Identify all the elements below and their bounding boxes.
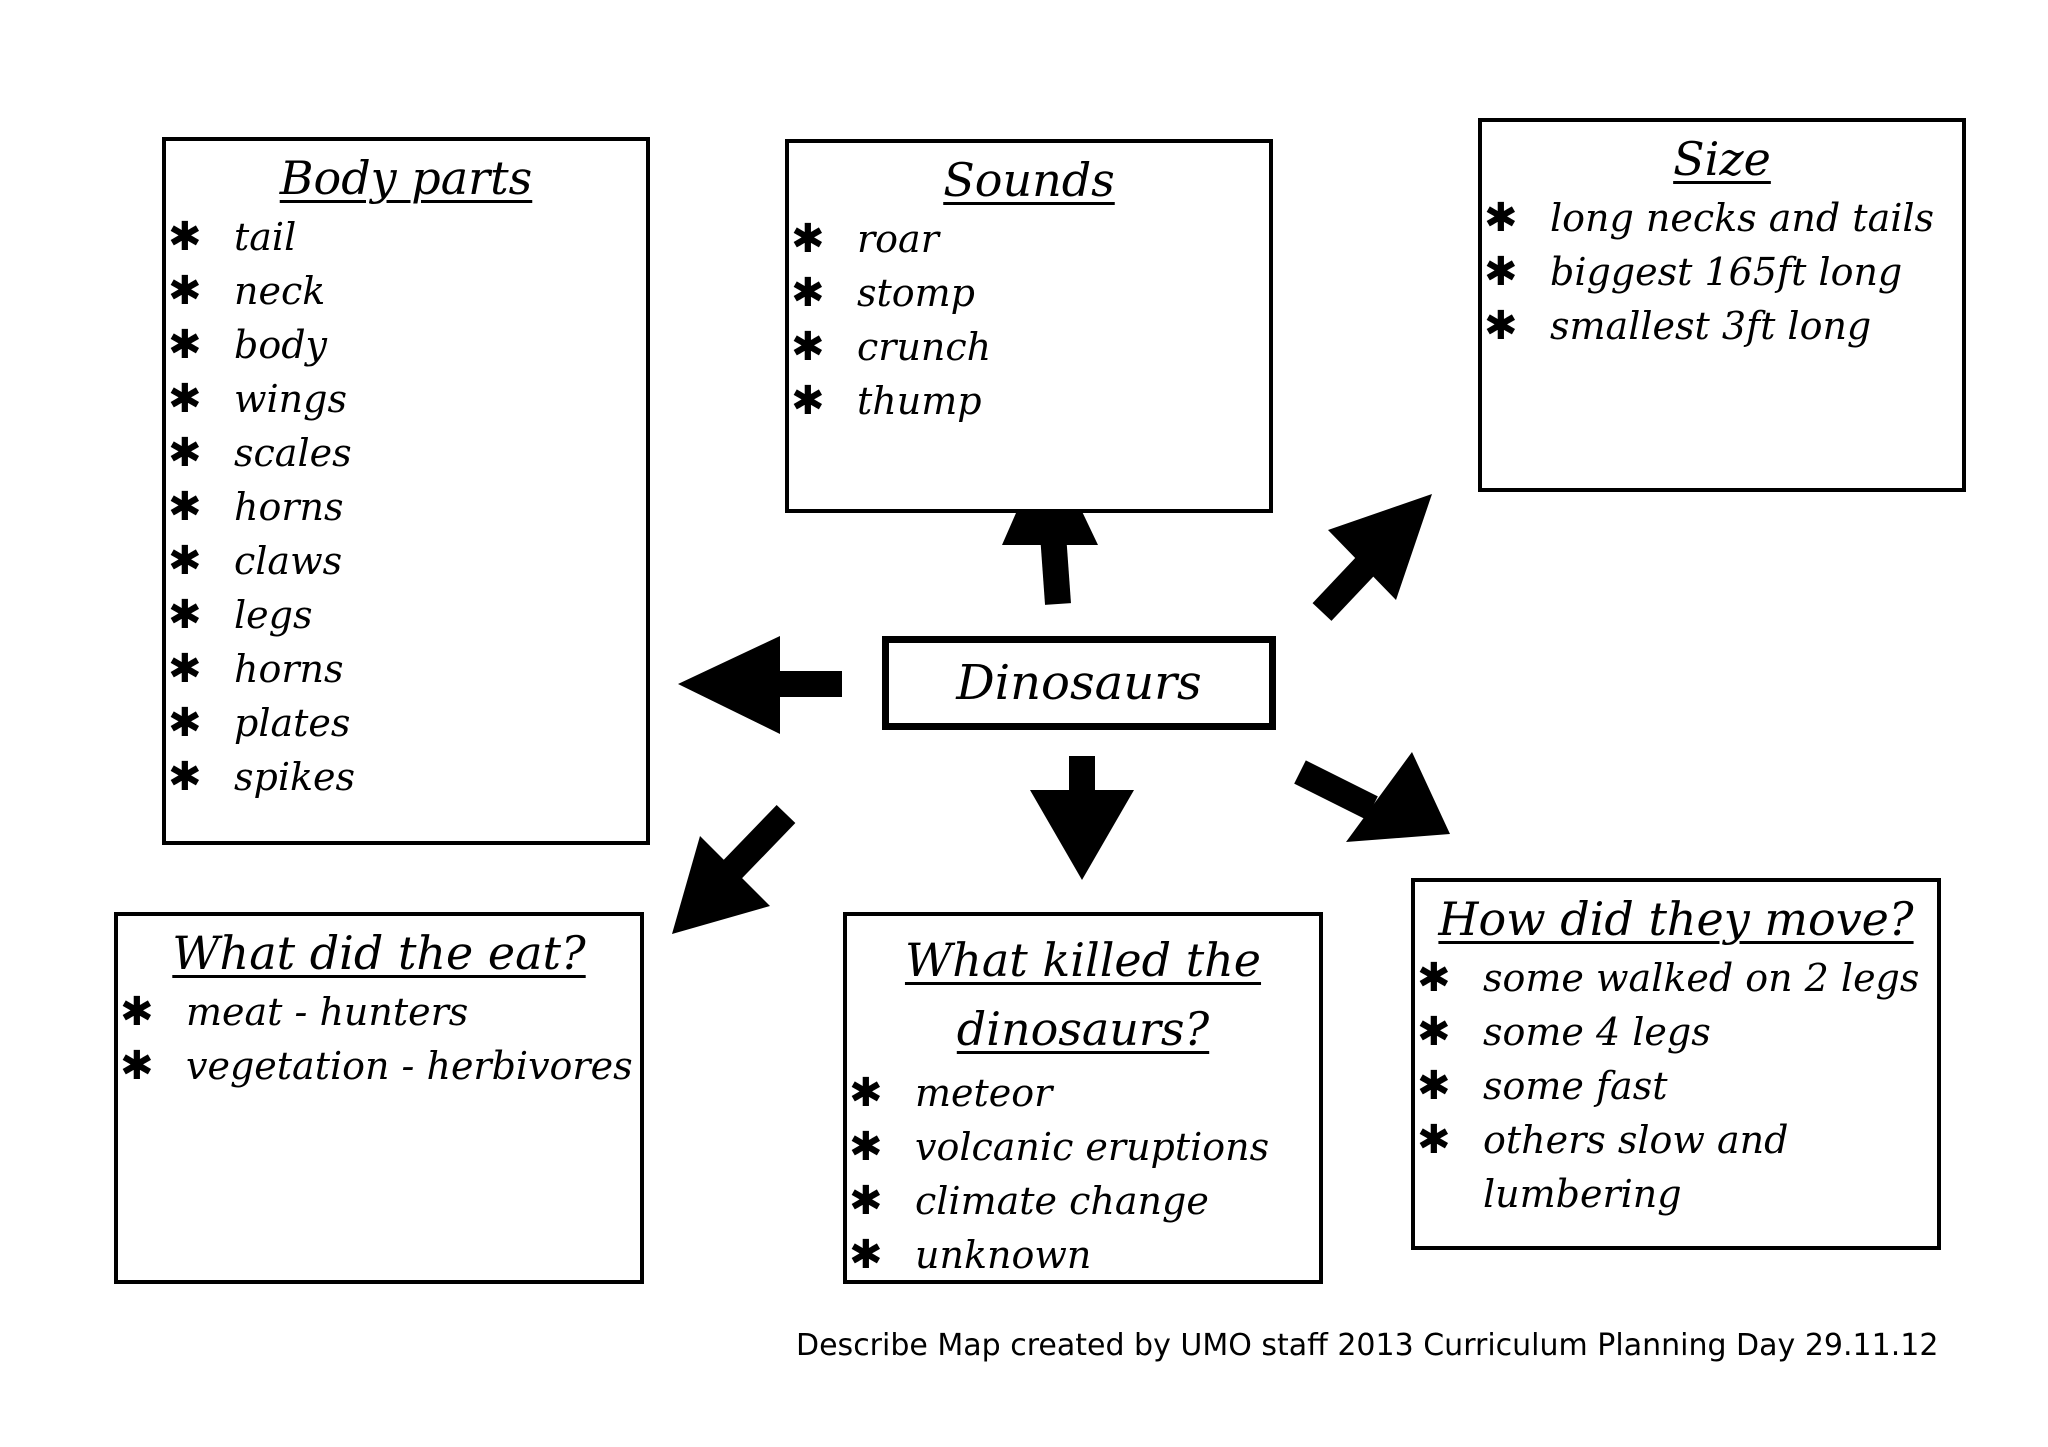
box-body-parts: Body parts ✱tail ✱neck ✱body ✱wings ✱sca…	[162, 137, 650, 845]
move-title: How did they move?	[1438, 892, 1914, 946]
killed-title: What killed the dinosaurs?	[904, 933, 1262, 1056]
list-item: ✱stomp	[789, 266, 1269, 320]
list-item: ✱others slow and lumbering	[1415, 1113, 1937, 1221]
asterisk-icon: ✱	[849, 1124, 883, 1170]
list-item: ✱tail	[166, 210, 646, 264]
asterisk-icon: ✱	[1417, 1117, 1451, 1164]
list-item: ✱unknown	[847, 1228, 1319, 1282]
asterisk-icon: ✱	[791, 378, 825, 425]
list-item: ✱vegetation - herbivores	[118, 1039, 640, 1093]
list-item: ✱meteor	[847, 1066, 1319, 1120]
list-item: ✱wings	[166, 372, 646, 426]
list-item: ✱meat - hunters	[118, 985, 640, 1039]
asterisk-icon: ✱	[168, 322, 202, 369]
list-item: ✱neck	[166, 264, 646, 318]
list-item: ✱plates	[166, 696, 646, 750]
list-item: ✱roar	[789, 212, 1269, 266]
list-item: ✱long necks and tails	[1482, 191, 1962, 245]
asterisk-icon: ✱	[120, 1043, 154, 1090]
box-what-killed-the-dinosaurs: What killed the dinosaurs? ✱meteor ✱volc…	[843, 912, 1323, 1284]
asterisk-icon: ✱	[168, 376, 202, 423]
asterisk-icon: ✱	[791, 324, 825, 371]
list-item: ✱smallest 3ft long	[1482, 299, 1962, 353]
asterisk-icon: ✱	[849, 1178, 883, 1224]
box-size: Size ✱long necks and tails ✱biggest 165f…	[1478, 118, 1966, 492]
asterisk-icon: ✱	[168, 214, 202, 261]
sounds-title: Sounds	[943, 153, 1115, 207]
asterisk-icon: ✱	[791, 270, 825, 317]
move-list: ✱some walked on 2 legs ✱some 4 legs ✱som…	[1415, 951, 1937, 1221]
list-item: ✱some fast	[1415, 1059, 1937, 1113]
size-title: Size	[1673, 132, 1771, 186]
list-item: ✱crunch	[789, 320, 1269, 374]
list-item: ✱spikes	[166, 750, 646, 804]
list-item: ✱thump	[789, 374, 1269, 428]
eat-title: What did the eat?	[172, 926, 586, 980]
list-item: ✱some walked on 2 legs	[1415, 951, 1937, 1005]
list-item: ✱biggest 165ft long	[1482, 245, 1962, 299]
asterisk-icon: ✱	[168, 592, 202, 639]
list-item: ✱horns	[166, 642, 646, 696]
asterisk-icon: ✱	[849, 1232, 883, 1278]
arrow-to-killed	[1030, 756, 1134, 880]
body-parts-list: ✱tail ✱neck ✱body ✱wings ✱scales ✱horns …	[166, 210, 646, 804]
asterisk-icon: ✱	[1417, 1009, 1451, 1056]
list-item: ✱legs	[166, 588, 646, 642]
asterisk-icon: ✱	[1484, 195, 1518, 242]
list-item: ✱climate change	[847, 1174, 1319, 1228]
center-label: Dinosaurs	[956, 655, 1202, 711]
arrow-to-body-parts	[678, 636, 842, 734]
box-how-did-they-move: How did they move? ✱some walked on 2 leg…	[1411, 878, 1941, 1250]
body-parts-title: Body parts	[279, 151, 533, 205]
asterisk-icon: ✱	[168, 430, 202, 477]
footer-credit: Describe Map created by UMO staff 2013 C…	[796, 1328, 1939, 1363]
asterisk-icon: ✱	[849, 1070, 883, 1116]
arrow-to-move	[1294, 752, 1450, 842]
arrow-to-eat	[672, 804, 796, 934]
asterisk-icon: ✱	[1417, 1063, 1451, 1110]
list-item: ✱volcanic eruptions	[847, 1120, 1319, 1174]
asterisk-icon: ✱	[168, 538, 202, 585]
asterisk-icon: ✱	[168, 754, 202, 801]
asterisk-icon: ✱	[120, 989, 154, 1036]
asterisk-icon: ✱	[791, 216, 825, 263]
list-item: ✱body	[166, 318, 646, 372]
eat-list: ✱meat - hunters ✱vegetation - herbivores	[118, 985, 640, 1093]
list-item: ✱some 4 legs	[1415, 1005, 1937, 1059]
box-sounds: Sounds ✱roar ✱stomp ✱crunch ✱thump	[785, 139, 1273, 513]
asterisk-icon: ✱	[1484, 303, 1518, 350]
list-item: ✱scales	[166, 426, 646, 480]
center-node-dinosaurs: Dinosaurs	[882, 636, 1276, 730]
asterisk-icon: ✱	[1484, 249, 1518, 296]
list-item: ✱horns	[166, 480, 646, 534]
size-list: ✱long necks and tails ✱biggest 165ft lon…	[1482, 191, 1962, 353]
asterisk-icon: ✱	[168, 646, 202, 693]
asterisk-icon: ✱	[1417, 955, 1451, 1002]
asterisk-icon: ✱	[168, 700, 202, 747]
killed-list: ✱meteor ✱volcanic eruptions ✱climate cha…	[847, 1066, 1319, 1282]
asterisk-icon: ✱	[168, 484, 202, 531]
asterisk-icon: ✱	[168, 268, 202, 315]
list-item: ✱claws	[166, 534, 646, 588]
box-what-did-they-eat: What did the eat? ✱meat - hunters ✱veget…	[114, 912, 644, 1284]
sounds-list: ✱roar ✱stomp ✱crunch ✱thump	[789, 212, 1269, 428]
arrow-to-size	[1312, 494, 1432, 621]
